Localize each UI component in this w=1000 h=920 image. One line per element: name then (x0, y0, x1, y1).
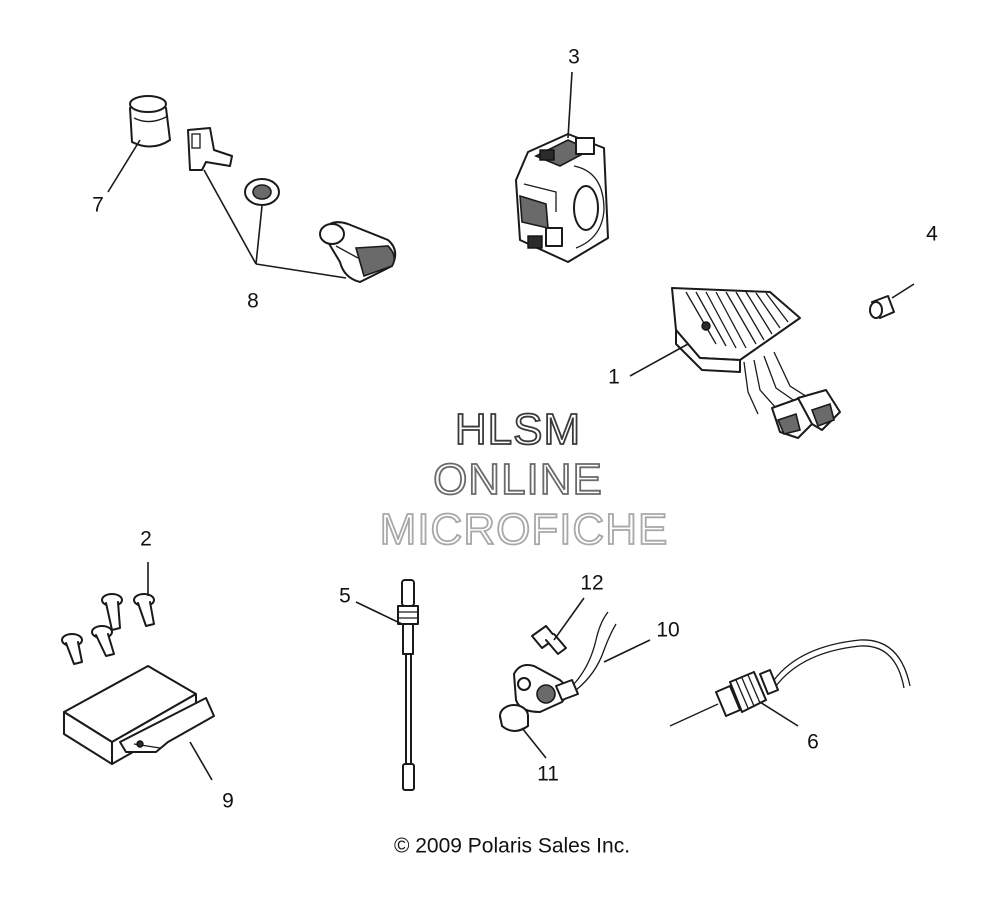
watermark-line-1: HLSM (455, 405, 581, 454)
part-6-temp-sensor (669, 639, 911, 727)
part-11-plug (499, 704, 529, 732)
callout-6: 6 (807, 731, 819, 754)
callout-3: 3 (568, 46, 580, 69)
part-1-regulator (671, 287, 841, 439)
callout-2: 2 (140, 528, 152, 551)
callout-7: 7 (92, 194, 104, 217)
part-3-switch-housing (515, 133, 609, 263)
part-7-cap (129, 95, 171, 148)
watermark: HLSM ONLINE MICROFICHE (379, 404, 669, 555)
part-4-screw (869, 295, 895, 319)
part-8-plate (187, 127, 233, 171)
callout-9: 9 (222, 790, 234, 813)
part-2-screws (61, 593, 155, 665)
callout-10: 10 (656, 619, 679, 642)
callout-11: 11 (537, 763, 559, 786)
part-10-speed-sensor (513, 611, 617, 713)
watermark-line-3: MICROFICHE (380, 505, 669, 554)
callout-1: 1 (608, 366, 620, 389)
callout-4: 4 (926, 223, 938, 246)
callout-5: 5 (339, 585, 351, 608)
part-8-switch (319, 221, 397, 283)
copyright-notice: © 2009 Polaris Sales Inc. (394, 835, 630, 858)
part-9-module (63, 665, 215, 765)
callout-12: 12 (580, 572, 603, 595)
callout-labels: 1 2 3 4 5 6 7 8 9 10 11 12 (92, 46, 938, 813)
part-5-sensor (397, 579, 419, 791)
callout-8: 8 (247, 290, 259, 313)
watermark-line-2: ONLINE (433, 455, 603, 504)
part-8-nut (244, 178, 280, 206)
part-12-bolt (531, 625, 567, 655)
leader-lines (107, 71, 915, 781)
